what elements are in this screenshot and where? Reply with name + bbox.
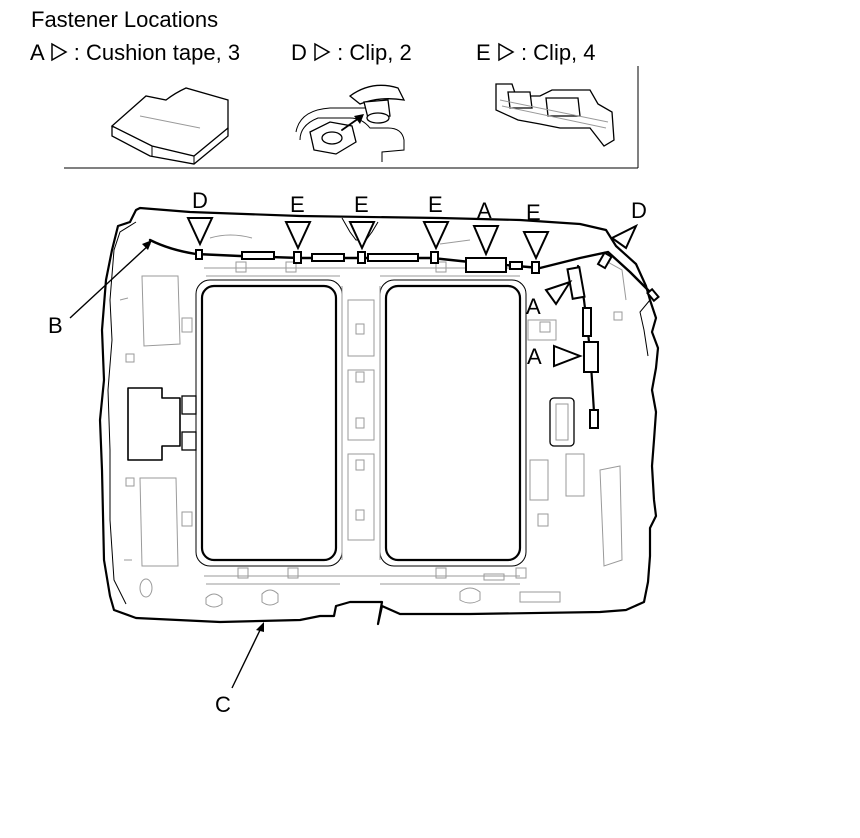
marker-label-a-right-1: A bbox=[526, 294, 541, 319]
cushion-tape-icon bbox=[110, 87, 229, 165]
callout-label-b: B bbox=[48, 313, 63, 338]
sunroof-openings bbox=[195, 279, 527, 567]
legend-frame bbox=[64, 66, 639, 169]
legend-text-a: : Cushion tape, 3 bbox=[73, 40, 241, 65]
marker-label-e-1: E bbox=[290, 192, 305, 217]
legend-letter-d: D bbox=[291, 40, 307, 65]
marker-label-d-left: D bbox=[192, 188, 208, 213]
pointer-e-4 bbox=[522, 231, 550, 261]
clip-d-icon bbox=[295, 84, 406, 162]
callout-label-c: C bbox=[215, 692, 231, 717]
marker-label-e-3: E bbox=[428, 192, 443, 217]
pointer-e-1 bbox=[284, 221, 312, 251]
legend-letter-e: E bbox=[476, 40, 491, 65]
open-triangle-pointer-icon bbox=[50, 42, 68, 62]
pointer-d-right bbox=[610, 223, 639, 250]
open-triangle-pointer-icon bbox=[498, 42, 515, 62]
headliner-inner-detail bbox=[119, 234, 627, 608]
marker-label-e-2: E bbox=[354, 192, 369, 217]
marker-label-e-4: E bbox=[526, 200, 541, 225]
pointer-e-2 bbox=[348, 221, 376, 251]
pointer-a-right-2 bbox=[553, 344, 583, 368]
legend-item-cushion-tape: A : Cushion tape, 3 bbox=[30, 40, 240, 66]
pointer-a-right-1 bbox=[544, 280, 573, 306]
marker-label-d-right: D bbox=[631, 198, 647, 223]
marker-label-a-top: A bbox=[477, 198, 492, 223]
legend-text-d: : Clip, 2 bbox=[337, 40, 412, 65]
legend-item-clip-e: E : Clip, 4 bbox=[476, 40, 596, 66]
pointer-a-top bbox=[472, 225, 500, 257]
leader-lines bbox=[69, 240, 264, 689]
fastener-pointers bbox=[186, 217, 639, 368]
pointer-d-left bbox=[186, 217, 214, 247]
clip-e-icon bbox=[495, 83, 615, 147]
legend-letter-a: A bbox=[30, 40, 44, 65]
legend-text-e: : Clip, 4 bbox=[520, 40, 596, 65]
diagram-title: Fastener Locations bbox=[31, 7, 219, 32]
wire-harness bbox=[148, 238, 660, 429]
open-triangle-pointer-icon bbox=[314, 42, 331, 62]
marker-label-a-right-2: A bbox=[527, 344, 542, 369]
legend-item-clip-d: D : Clip, 2 bbox=[291, 40, 412, 66]
pointer-e-3 bbox=[422, 221, 450, 251]
